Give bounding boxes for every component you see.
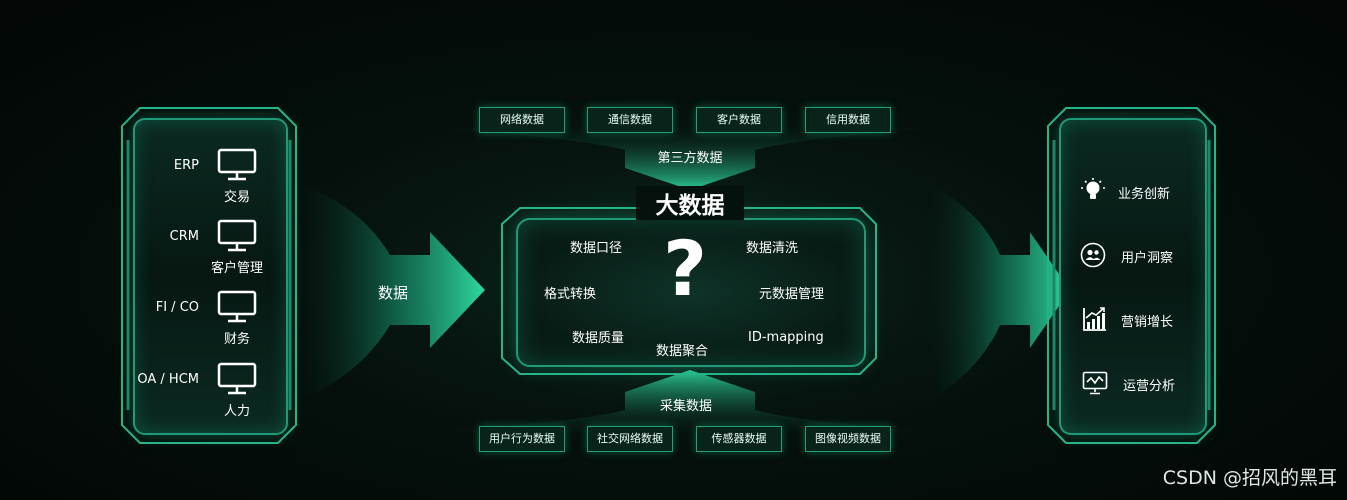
collection-source: 传感器数据: [696, 426, 782, 452]
question-mark: ?: [662, 224, 708, 313]
topic-id-mapping: ID-mapping: [748, 330, 824, 345]
system-module: 人力: [223, 404, 250, 419]
third-party-source: 网络数据: [479, 107, 565, 133]
monitor-icon: [217, 290, 257, 323]
topic-data-cleaning: 数据清洗: [746, 241, 799, 256]
system-module: 客户管理: [210, 261, 263, 276]
capability-user-insight: 用户洞察: [1121, 251, 1174, 266]
big-data-panel: [516, 218, 866, 367]
right-flow-arrow: [930, 185, 1070, 400]
collection-source: 社交网络数据: [587, 426, 673, 452]
system-name: FI / CO: [155, 300, 199, 315]
system-module: 财务: [223, 332, 250, 347]
third-party-source: 信用数据: [805, 107, 891, 133]
topic-data-caliber: 数据口径: [570, 241, 623, 256]
big-data-title: 大数据: [636, 186, 744, 220]
left-arrow-label: 数据: [378, 284, 409, 302]
left-panel-frame: [121, 107, 297, 444]
collection-source: 图像视频数据: [805, 426, 891, 452]
third-party-label: 第三方数据: [657, 151, 723, 166]
system-name: ERP: [173, 158, 199, 173]
topic-format-conversion: 格式转换: [544, 287, 597, 302]
growth-chart-icon: [1083, 307, 1106, 331]
right-panel-frame: [1047, 107, 1216, 444]
monitor-icon: [217, 148, 257, 181]
capability-business-innovation: 业务创新: [1118, 187, 1171, 202]
collection-source: 用户行为数据: [479, 426, 565, 452]
system-module: 交易: [223, 190, 250, 205]
third-party-source: 通信数据: [587, 107, 673, 133]
topic-data-aggregation: 数据聚合: [656, 344, 709, 359]
monitor-icon: [217, 219, 257, 252]
third-party-source: 客户数据: [696, 107, 782, 133]
analytics-monitor-icon: [1082, 371, 1108, 395]
top-flow-arrow: [440, 128, 930, 190]
watermark: CSDN @招风的黑耳: [1162, 467, 1337, 489]
bottom-flow-arrow: [440, 370, 930, 432]
monitor-icon: [217, 362, 257, 395]
users-icon: [1080, 242, 1106, 268]
topic-data-quality: 数据质量: [572, 331, 625, 346]
left-systems-panel: [133, 118, 288, 435]
left-flow-arrow: [300, 185, 485, 400]
center-frame: [501, 207, 877, 375]
capability-operations-analysis: 运营分析: [1123, 379, 1176, 394]
capability-marketing-growth: 营销增长: [1121, 315, 1174, 330]
collection-label: 采集数据: [659, 399, 712, 414]
topic-metadata-management: 元数据管理: [759, 287, 825, 302]
lightbulb-icon: [1081, 178, 1105, 199]
system-name: CRM: [169, 229, 199, 244]
system-name: OA / HCM: [137, 372, 199, 387]
